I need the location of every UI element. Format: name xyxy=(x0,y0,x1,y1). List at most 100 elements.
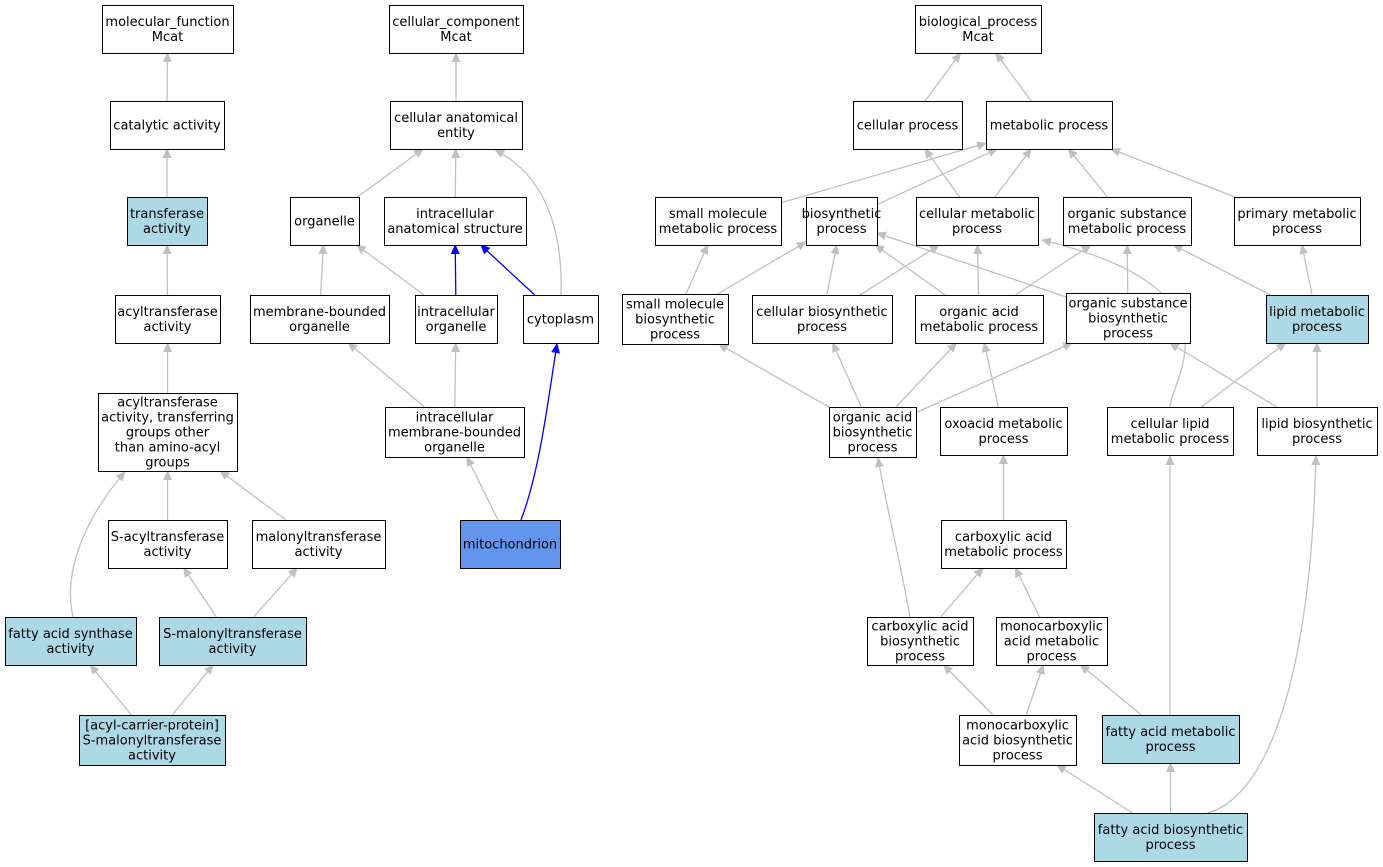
edge-osbp-to-osmp xyxy=(1122,244,1132,294)
node-catalytic[interactable]: catalytic activity xyxy=(110,101,225,150)
node-box xyxy=(127,197,208,246)
node-box xyxy=(916,197,1039,246)
node-label: biosynthetic xyxy=(833,426,913,441)
node-label: molecular_function xyxy=(105,15,229,30)
node-box xyxy=(1094,813,1248,862)
edge-malonyl-to-acyl_non_amino xyxy=(219,470,287,521)
edge-oabp-to-smbp xyxy=(717,343,830,408)
node-box xyxy=(1266,295,1369,344)
edge-cellular_proc-to-bp_root xyxy=(924,52,961,102)
node-box xyxy=(384,197,527,246)
edge-oamp-to-biosyn xyxy=(874,244,946,296)
node-box xyxy=(5,617,137,666)
node-label: process xyxy=(1103,327,1153,342)
node-label: metabolic process xyxy=(944,545,1063,560)
node-box xyxy=(385,407,525,458)
edge-oabp-to-cbp xyxy=(832,342,862,408)
node-box xyxy=(290,197,360,246)
node-label: transferase xyxy=(130,207,204,222)
node-cytoplasm[interactable]: cytoplasm xyxy=(523,295,599,344)
node-label: carboxylic acid xyxy=(871,620,968,635)
edge-fabp-to-mcabp xyxy=(1056,764,1133,814)
node-box xyxy=(110,101,225,150)
node-label: activity xyxy=(47,642,95,657)
edge-cabp-to-camp xyxy=(940,567,984,618)
node-label: Mcat xyxy=(962,30,993,45)
node-label: organic acid xyxy=(939,305,1018,320)
node-label: membrane-bounded xyxy=(388,426,521,441)
node-label: lipid biosynthetic xyxy=(1261,417,1372,432)
node-box xyxy=(389,5,524,54)
node-label: groups xyxy=(145,456,190,471)
edge-oamp-to-osmp xyxy=(1014,244,1092,296)
node-label: biosynthetic xyxy=(1088,312,1168,327)
node-label: [acyl-carrier-protein] xyxy=(85,719,219,734)
edge-cmp-to-cellular_proc xyxy=(924,148,961,198)
node-organelle[interactable]: organelle xyxy=(290,197,360,246)
node-acp-malonyl[interactable]: [acyl-carrier-protein]S-malonyltransfera… xyxy=(79,715,226,766)
node-box xyxy=(1257,407,1378,456)
node-label: carboxylic acid xyxy=(955,530,1052,545)
node-label: metabolic process xyxy=(659,222,778,237)
node-label: small molecule xyxy=(626,298,724,313)
node-label: intracellular xyxy=(416,411,494,426)
edge-pmp-to-metabolic xyxy=(1110,148,1236,198)
edge-smbp-to-biosyn xyxy=(717,241,807,295)
node-label: intracellular xyxy=(417,305,495,320)
node-label: monocarboxylic xyxy=(966,719,1069,734)
edge-clmp-to-lmp xyxy=(1201,342,1287,408)
node-cellular-proc[interactable]: cellular process xyxy=(853,101,963,150)
node-label: S-malonyltransferase xyxy=(83,734,222,749)
node-box xyxy=(390,101,523,150)
node-label: biosynthetic xyxy=(880,635,960,650)
node-label: oxoacid metabolic xyxy=(944,417,1062,432)
edge-lmp-to-osmp xyxy=(1172,244,1271,296)
edge-mcamp-to-camp xyxy=(1014,567,1041,618)
node-label: organelle xyxy=(424,441,485,456)
node-mito[interactable]: mitochondrion xyxy=(460,520,561,569)
node-label: organelle xyxy=(294,215,355,230)
node-label: monocarboxylic xyxy=(1000,620,1103,635)
edge-lmp-to-pmp xyxy=(1299,244,1313,296)
edge-s_malonyl-to-s_acyl xyxy=(183,567,217,618)
edge-imbo-to-mbo xyxy=(347,342,426,408)
node-label: biosynthetic xyxy=(635,313,715,328)
node-metabolic[interactable]: metabolic process xyxy=(986,101,1113,150)
